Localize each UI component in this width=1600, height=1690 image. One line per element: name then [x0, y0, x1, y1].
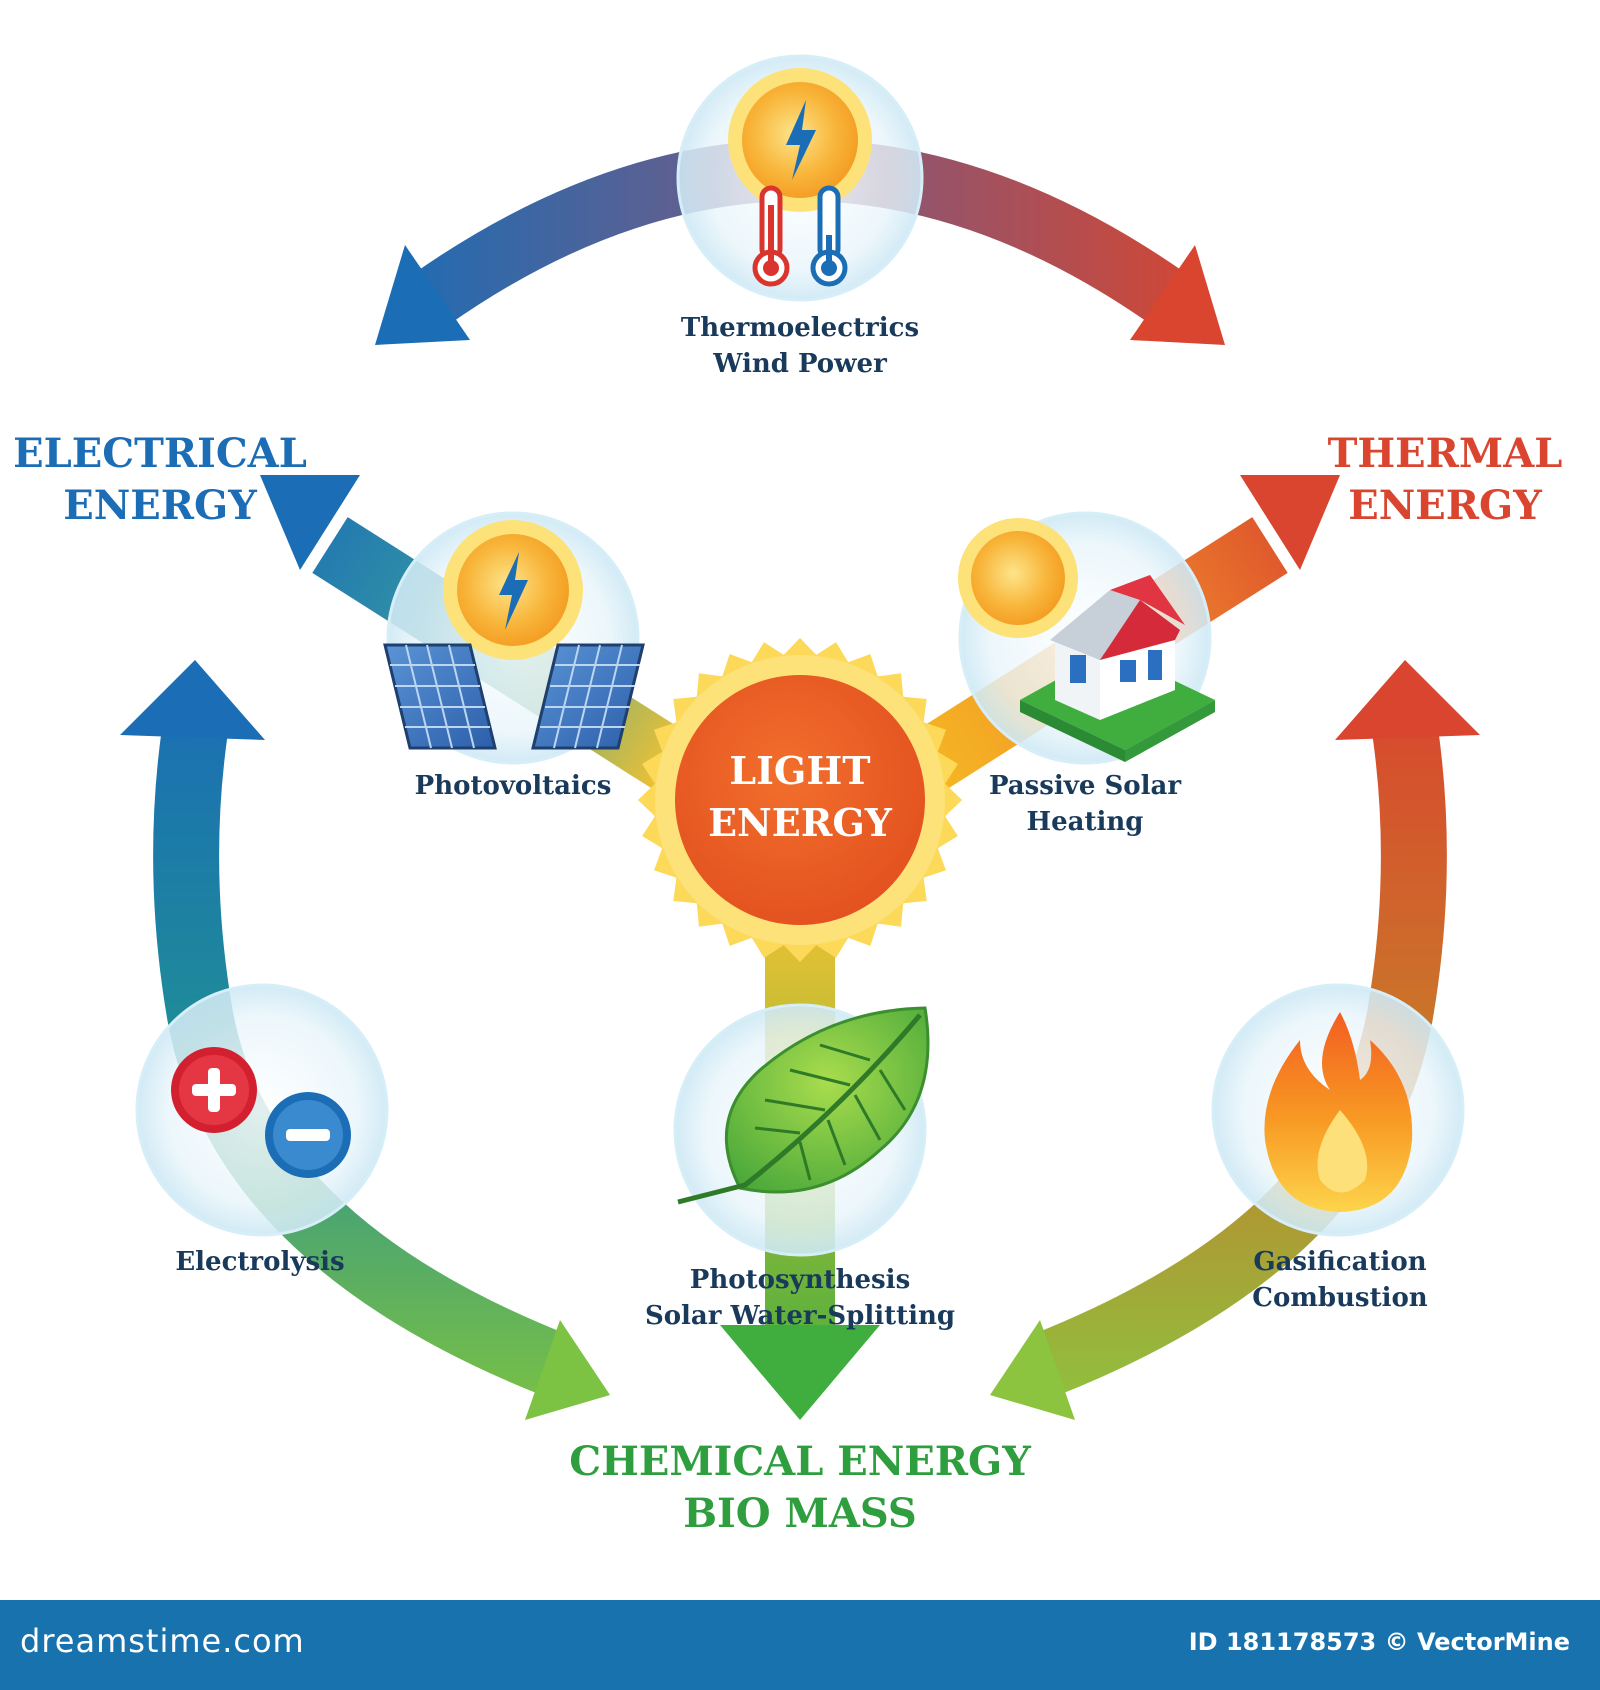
footer-brand: dreamstime.com	[20, 1622, 305, 1660]
electrical-energy-line1: ELECTRICAL	[13, 430, 307, 477]
electrolysis-label: Electrolysis	[120, 1244, 400, 1280]
lightning-icon	[786, 100, 816, 180]
light-energy-label: LIGHT ENERGY	[665, 745, 935, 849]
chemical-energy-line1: CHEMICAL ENERGY	[569, 1438, 1031, 1485]
gasification-line2: Combustion	[1252, 1283, 1428, 1313]
photovoltaics-bubble	[383, 511, 645, 765]
thermal-energy-line1: THERMAL	[1327, 430, 1563, 477]
hot-thermometer-icon	[752, 185, 790, 287]
passive-solar-line1: Passive Solar	[988, 771, 1182, 801]
thermoelectrics-bubble	[676, 54, 924, 302]
photosynthesis-bubble	[673, 1003, 930, 1257]
house-icon	[1020, 575, 1215, 762]
electrolysis-bubble	[135, 983, 389, 1237]
gasification-bubble	[1211, 983, 1465, 1237]
light-energy-sun	[638, 638, 962, 962]
energy-diagram	[120, 54, 1480, 1420]
plus-icon	[171, 1047, 257, 1133]
lightning-icon	[499, 552, 528, 630]
electrical-energy-line2: ENERGY	[63, 482, 257, 529]
photovoltaics-line1: Photovoltaics	[414, 771, 612, 801]
photovoltaics-label: Photovoltaics	[363, 768, 663, 804]
gasification-line1: Gasification	[1253, 1247, 1427, 1277]
flame-icon	[1264, 1012, 1413, 1212]
gasification-label: Gasification Combustion	[1190, 1244, 1490, 1316]
electrolysis-line1: Electrolysis	[175, 1247, 345, 1277]
solar-panel-icon	[383, 643, 497, 750]
electrical-energy-label: ELECTRICAL ENERGY	[10, 428, 310, 532]
chemical-energy-line2: BIO MASS	[683, 1490, 917, 1537]
passive-solar-bubble	[958, 511, 1215, 765]
photosynthesis-line1: Photosynthesis	[689, 1265, 911, 1295]
photosynthesis-line2: Solar Water-Splitting	[644, 1301, 956, 1331]
passive-solar-label: Passive Solar Heating	[935, 768, 1235, 840]
thermal-energy-label: THERMAL ENERGY	[1300, 428, 1590, 532]
light-energy-line1: LIGHT	[729, 748, 871, 793]
chemical-energy-label: CHEMICAL ENERGY BIO MASS	[500, 1436, 1100, 1540]
minus-icon	[265, 1092, 351, 1178]
cold-thermometer-icon	[810, 185, 848, 287]
thermoelectrics-label: Thermoelectrics Wind Power	[600, 310, 1000, 382]
photosynthesis-label: Photosynthesis Solar Water-Splitting	[600, 1262, 1000, 1334]
footer-image-id: ID 181178573 © VectorMine	[1188, 1628, 1570, 1656]
solar-panel-icon	[531, 643, 645, 750]
passive-solar-line2: Heating	[1026, 807, 1144, 837]
light-energy-line2: ENERGY	[708, 800, 892, 845]
footer-bar: dreamstime.com ID 181178573 © VectorMine	[0, 1600, 1600, 1690]
thermoelectrics-line1: Thermoelectrics	[680, 313, 920, 343]
thermoelectrics-line2: Wind Power	[713, 349, 887, 379]
thermal-energy-line2: ENERGY	[1348, 482, 1542, 529]
leaf-icon	[677, 1006, 930, 1205]
